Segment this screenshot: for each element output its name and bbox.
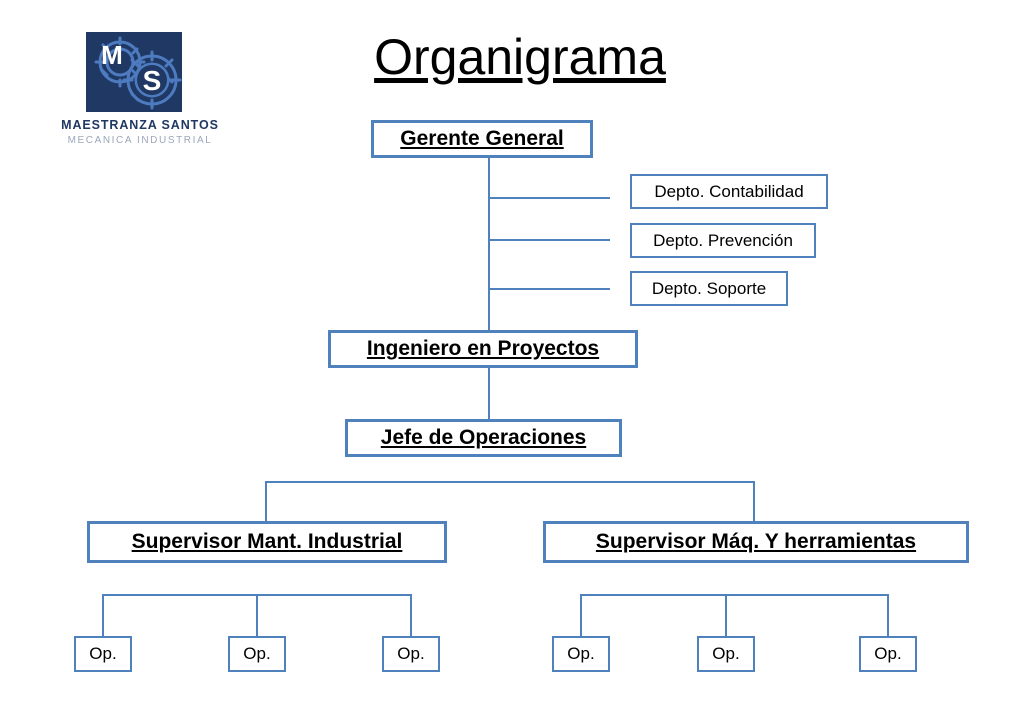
connector-supervisor-right-drop	[753, 481, 755, 521]
node-gerente-general[interactable]: Gerente General	[371, 120, 593, 158]
node-label: Op.	[712, 644, 740, 663]
company-logo: M S MAESTRANZA SANTOS MECANICA INDUSTRIA…	[52, 32, 228, 154]
node-operator[interactable]: Op.	[382, 636, 440, 672]
node-operator[interactable]: Op.	[74, 636, 132, 672]
node-label: Ingeniero en Proyectos	[366, 337, 600, 360]
connector-department-0	[488, 197, 610, 199]
node-depto-soporte[interactable]: Depto. Soporte	[630, 271, 788, 306]
node-operator[interactable]: Op.	[552, 636, 610, 672]
node-label: Jefe de Operaciones	[380, 426, 587, 449]
connector-supervisors-bar	[265, 481, 755, 483]
logo-gear-mark-icon: M S	[86, 32, 182, 112]
node-label: Op.	[397, 644, 425, 663]
node-depto-prevencion[interactable]: Depto. Prevención	[630, 223, 816, 258]
connector-department-2	[488, 288, 610, 290]
connector-operators-right-bar	[580, 594, 888, 596]
node-supervisor-maq-y-herramientas[interactable]: Supervisor Máq. Y herramientas	[543, 521, 969, 563]
node-operator[interactable]: Op.	[859, 636, 917, 672]
connector-engineer-to-chief	[488, 368, 490, 419]
connector-operator-left-drop-1	[256, 594, 258, 636]
connector-root-trunk	[488, 158, 490, 330]
node-label: Depto. Soporte	[651, 278, 767, 298]
connector-operator-right-drop-1	[725, 594, 727, 636]
node-label: Supervisor Mant. Industrial	[131, 530, 403, 553]
node-supervisor-mant-industrial[interactable]: Supervisor Mant. Industrial	[87, 521, 447, 563]
node-operator[interactable]: Op.	[697, 636, 755, 672]
node-label: Depto. Prevención	[653, 230, 793, 250]
connector-operator-left-drop-2	[410, 594, 412, 636]
logo-company-tagline: MECANICA INDUSTRIAL	[67, 135, 213, 146]
node-operator[interactable]: Op.	[228, 636, 286, 672]
page-title: Organigrama	[374, 29, 666, 85]
connector-operator-right-drop-0	[580, 594, 582, 636]
svg-text:M: M	[101, 40, 123, 70]
node-depto-contabilidad[interactable]: Depto. Contabilidad	[630, 174, 828, 209]
connector-operator-left-drop-0	[102, 594, 104, 636]
connector-supervisor-left-drop	[265, 481, 267, 521]
node-jefe-de-operaciones[interactable]: Jefe de Operaciones	[345, 419, 622, 457]
node-label: Depto. Contabilidad	[654, 181, 804, 201]
node-label: Gerente General	[400, 127, 564, 150]
node-label: Op.	[874, 644, 902, 663]
logo-company-name: MAESTRANZA SANTOS	[61, 118, 219, 132]
node-label: Op.	[89, 644, 117, 663]
node-label: Op.	[567, 644, 595, 663]
connector-operator-right-drop-2	[887, 594, 889, 636]
node-ingeniero-en-proyectos[interactable]: Ingeniero en Proyectos	[328, 330, 638, 368]
connector-department-1	[488, 239, 610, 241]
node-label: Supervisor Máq. Y herramientas	[595, 530, 917, 553]
svg-text:S: S	[143, 65, 162, 96]
node-label: Op.	[243, 644, 271, 663]
